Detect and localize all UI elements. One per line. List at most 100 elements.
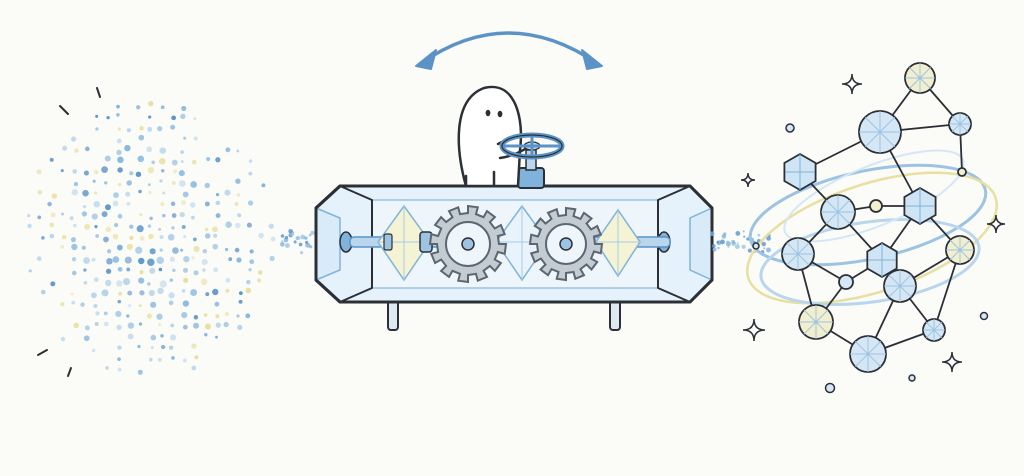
- particle: [202, 268, 206, 272]
- particle: [103, 321, 109, 327]
- particle: [225, 288, 230, 293]
- particle: [150, 346, 154, 349]
- particle: [126, 314, 130, 318]
- particle: [191, 215, 195, 220]
- particle: [234, 202, 239, 206]
- particle: [236, 257, 242, 263]
- particle: [116, 113, 120, 117]
- particle: [122, 278, 131, 286]
- particle: [146, 146, 153, 153]
- particle: [200, 278, 208, 286]
- particle: [236, 149, 240, 153]
- particle: [157, 357, 162, 362]
- particle: [763, 247, 766, 250]
- particle: [204, 332, 208, 337]
- particle: [193, 322, 200, 329]
- particle: [257, 270, 263, 275]
- particle: [41, 236, 45, 240]
- particle: [201, 258, 208, 266]
- particle: [148, 190, 152, 194]
- particle: [168, 345, 174, 350]
- particle: [60, 169, 64, 173]
- particle: [160, 105, 165, 110]
- particle: [95, 234, 99, 238]
- particle: [93, 277, 99, 282]
- particle: [124, 256, 132, 264]
- particle: [224, 247, 229, 252]
- particle: [139, 235, 145, 241]
- crystal-node: [781, 237, 815, 271]
- particle: [37, 190, 43, 195]
- particle: [280, 241, 285, 247]
- crystal-node: [904, 62, 936, 94]
- particle: [170, 124, 176, 130]
- particle: [205, 292, 210, 297]
- crystal-network: [752, 62, 989, 394]
- particle: [105, 279, 112, 287]
- particle: [116, 244, 123, 251]
- particle: [160, 344, 166, 350]
- particle: [118, 182, 122, 187]
- particle: [224, 189, 231, 196]
- particle: [94, 224, 98, 229]
- particle: [158, 323, 162, 327]
- particle: [249, 249, 254, 254]
- particle: [112, 200, 119, 207]
- particle: [310, 230, 315, 235]
- particle: [73, 223, 77, 228]
- particle: [71, 243, 78, 251]
- particle: [721, 234, 727, 239]
- particle: [136, 105, 141, 110]
- particle: [159, 234, 164, 239]
- particle: [95, 127, 99, 131]
- particle: [224, 311, 229, 316]
- particle: [147, 258, 155, 266]
- particle: [105, 268, 112, 274]
- particle: [157, 287, 164, 295]
- particle: [190, 181, 197, 188]
- crystal-node: [945, 235, 975, 265]
- particle: [235, 222, 241, 229]
- sparkle-icon: [740, 172, 756, 188]
- particle: [50, 281, 56, 287]
- particle: [149, 248, 156, 255]
- particle: [81, 245, 86, 250]
- particle: [171, 226, 175, 230]
- particle: [117, 345, 122, 350]
- particle: [300, 234, 306, 240]
- particle: [27, 223, 32, 229]
- crystal-node: [869, 199, 883, 213]
- particle: [214, 301, 220, 307]
- particle-cloud: [27, 100, 276, 375]
- particle: [137, 344, 141, 349]
- particle: [36, 169, 42, 175]
- orbit-swirl: [745, 149, 999, 306]
- sparkle-icon: [986, 214, 1006, 234]
- particle: [727, 245, 730, 248]
- particle: [107, 249, 112, 254]
- particle: [118, 291, 123, 296]
- particle: [129, 171, 134, 176]
- particle: [160, 334, 164, 338]
- particle: [147, 183, 151, 187]
- particle: [101, 166, 108, 173]
- particle: [106, 115, 110, 120]
- particle: [116, 138, 122, 144]
- particle: [720, 239, 725, 245]
- particle: [138, 277, 145, 284]
- particle: [94, 321, 99, 326]
- particle: [82, 189, 89, 197]
- particle: [124, 144, 131, 152]
- particle: [193, 245, 200, 253]
- crystal-right: [595, 208, 641, 278]
- particle: [309, 245, 313, 249]
- particle: [27, 214, 31, 218]
- particle: [295, 236, 299, 240]
- particle: [129, 224, 134, 229]
- crystal-node: [858, 110, 902, 154]
- particle: [172, 268, 176, 273]
- particle: [280, 234, 285, 238]
- particle: [93, 169, 99, 175]
- particle: [156, 313, 163, 320]
